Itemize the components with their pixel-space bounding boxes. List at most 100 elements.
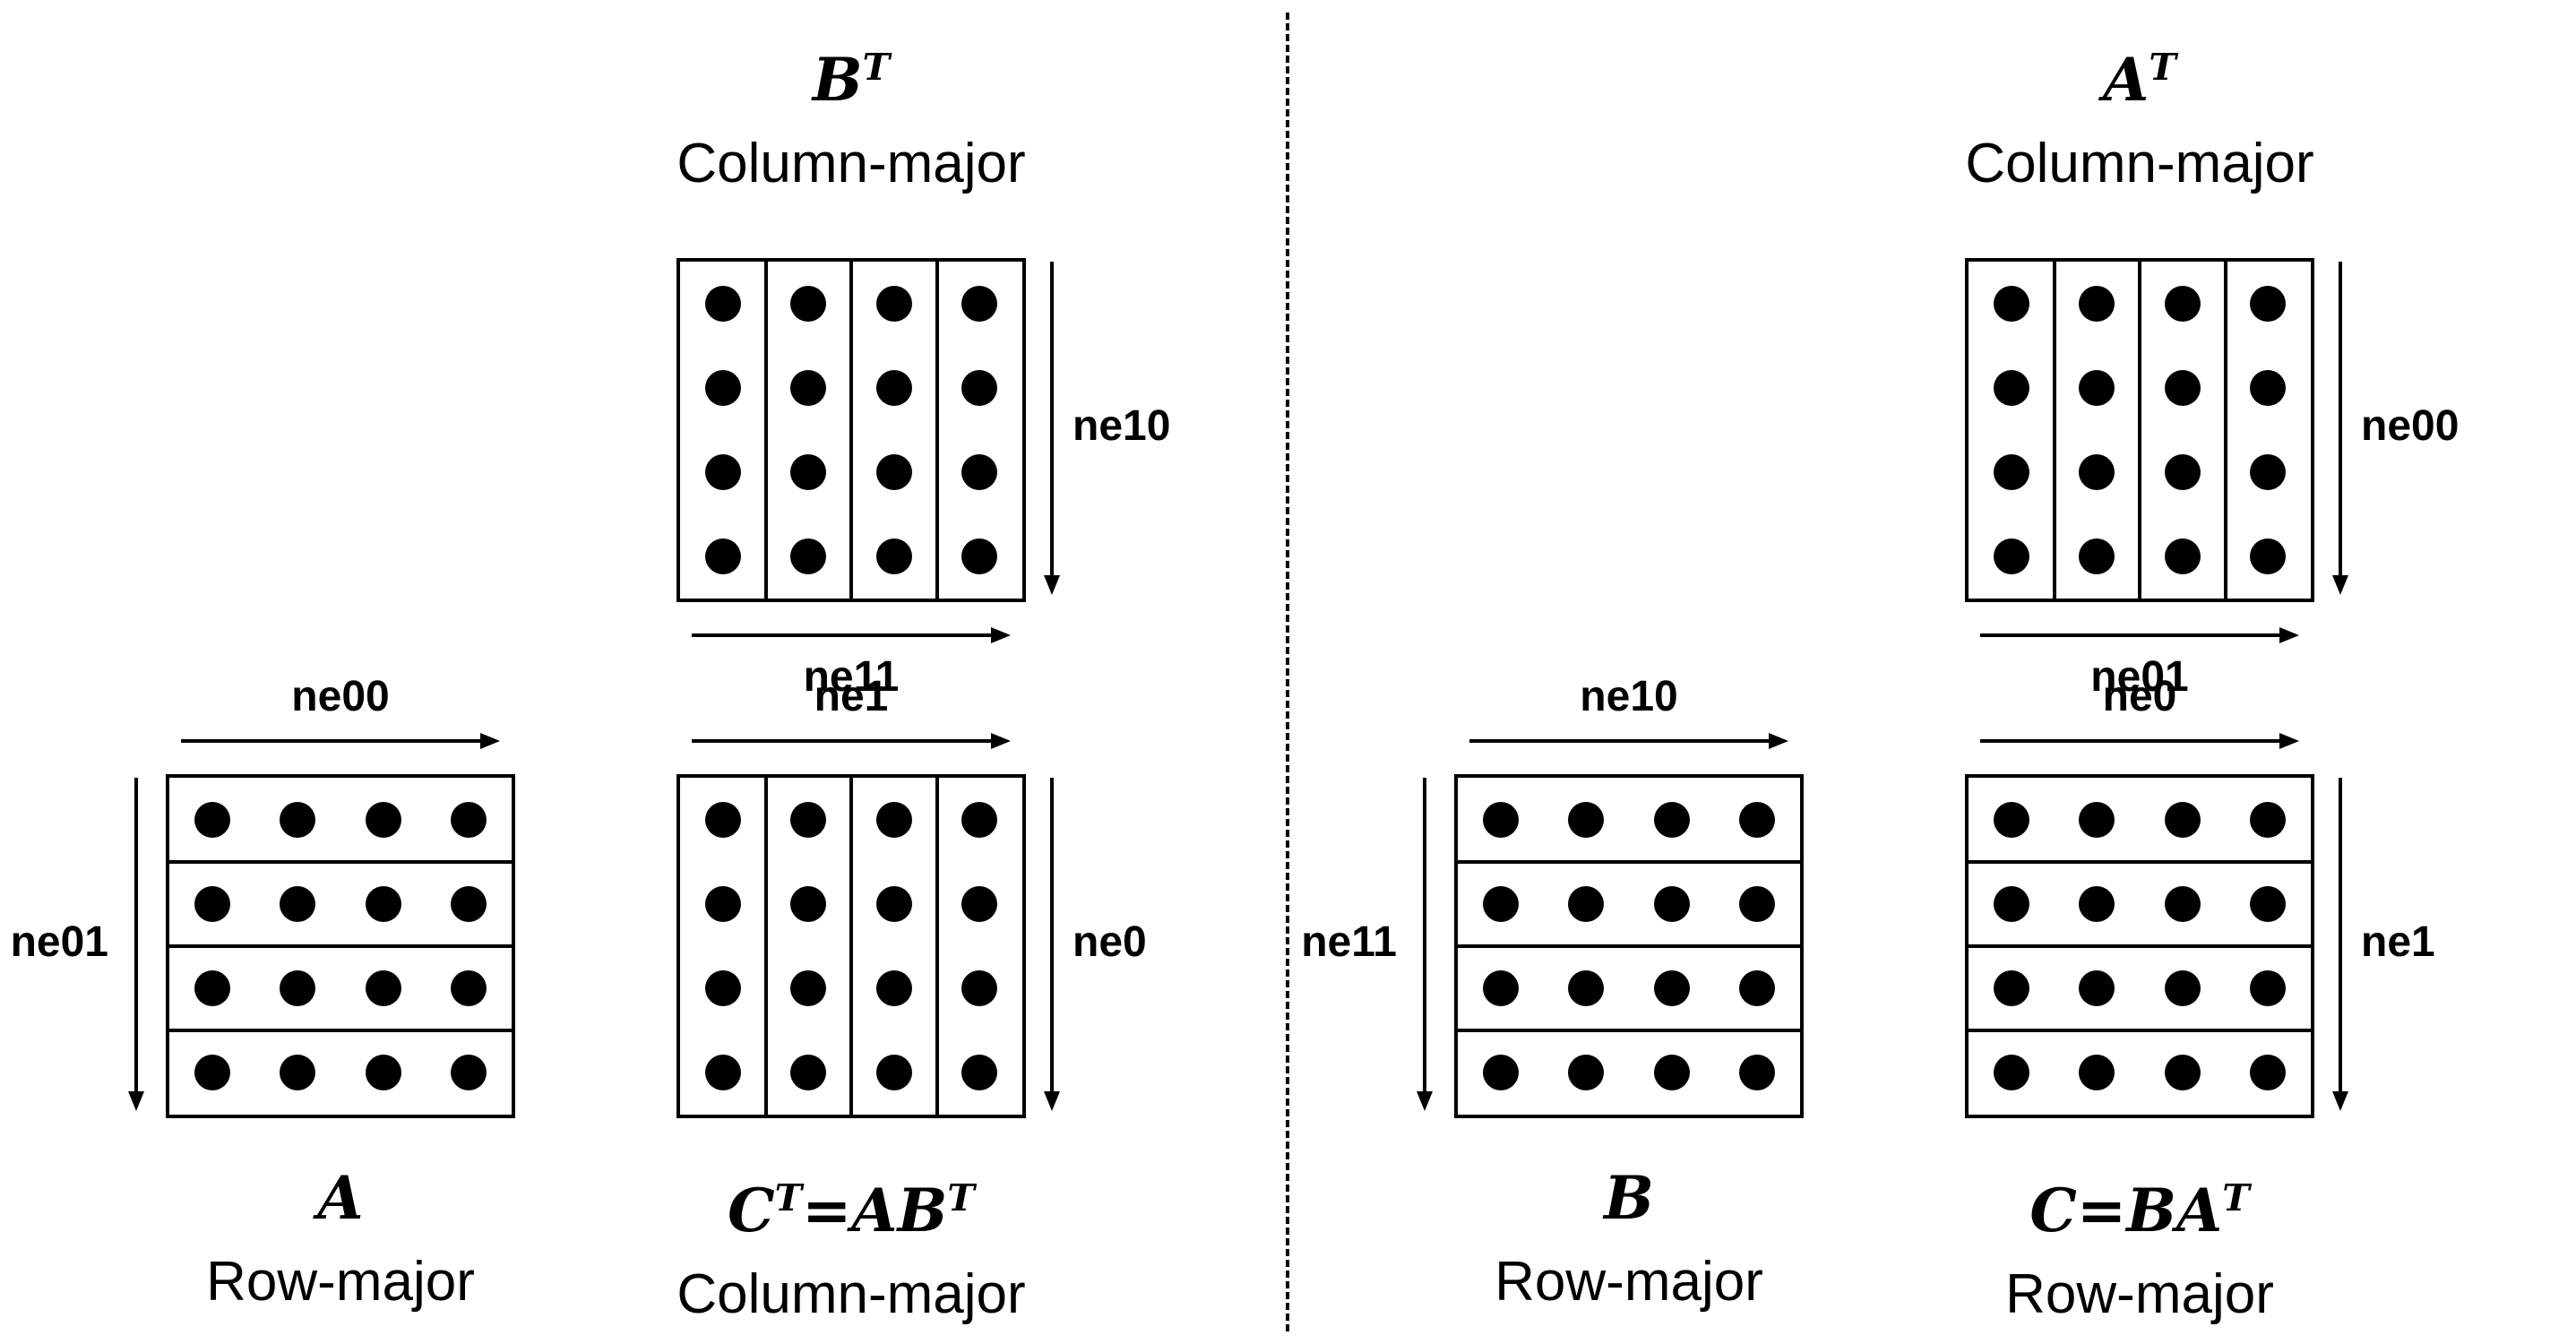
dot-cell <box>1969 778 2055 862</box>
dim-arrow-ne1 <box>2330 778 2350 1111</box>
matrix-element-dot <box>451 886 487 922</box>
matrix-element-dot <box>1568 1055 1605 1090</box>
dot-cell <box>680 346 766 430</box>
dot-cell <box>851 1030 937 1115</box>
dim-arrow-ne0 <box>1980 731 2299 751</box>
arrow-shaft <box>1469 739 1769 743</box>
matrix-element-dot <box>704 970 741 1006</box>
dot-cell <box>937 514 1023 599</box>
dot-cell <box>255 862 341 946</box>
matrix-cell-divider <box>1458 1029 1800 1032</box>
matrix-cell-divider <box>763 778 768 1115</box>
matrix-name-part: A <box>2103 45 2150 115</box>
matrix-element-dot <box>365 970 401 1006</box>
dot-cell <box>1544 1030 1630 1115</box>
dot-cell <box>2140 778 2226 862</box>
matrix-name-part: T <box>862 46 891 89</box>
matrix-element-dot <box>2164 286 2201 322</box>
matrix-element-dot <box>875 1055 912 1090</box>
matrix-cell-divider <box>935 778 939 1115</box>
matrix-element-dot <box>451 802 487 838</box>
matrix-element-dot <box>704 370 741 406</box>
dot-grid <box>680 778 1022 1115</box>
matrix-cell-divider <box>1458 944 1800 948</box>
matrix-element-dot <box>790 370 827 406</box>
matrix-element-dot <box>875 286 912 322</box>
dot-cell <box>766 778 852 862</box>
matrix-element-dot <box>961 802 998 838</box>
matrix-element-dot <box>280 886 316 922</box>
dot-cell <box>2226 1030 2312 1115</box>
dot-cell <box>680 862 766 946</box>
dot-cell <box>851 778 937 862</box>
matrix-element-dot <box>2250 970 2287 1006</box>
dot-cell <box>426 946 513 1030</box>
dot-cell <box>1969 1030 2055 1115</box>
matrix-element-dot <box>875 886 912 922</box>
dim-label-ne01: ne01 <box>10 918 108 966</box>
matrix-cell-divider <box>763 262 768 599</box>
matrix-element-dot <box>2250 370 2287 406</box>
dot-cell <box>2226 778 2312 862</box>
matrix-element-dot <box>2079 370 2115 406</box>
matrix-name-part: B <box>812 45 863 115</box>
matrix-element-dot <box>875 370 912 406</box>
matrix-cell-divider <box>1969 1029 2311 1032</box>
matrix-element-dot <box>1739 970 1776 1006</box>
matrix-cell-divider <box>1458 860 1800 864</box>
storage-order-label: Column-major <box>676 133 1026 194</box>
matrix-element-dot <box>194 802 230 838</box>
matrix-element-dot <box>961 1055 998 1090</box>
matrix-element-dot <box>1653 886 1690 922</box>
matrix-name: CT=ABT <box>538 1158 1165 1251</box>
storage-order-label: Column-major <box>1965 133 2314 194</box>
dot-grid <box>680 262 1022 599</box>
matrix-name-part: =BA <box>2076 1176 2223 1245</box>
dot-cell <box>937 946 1023 1030</box>
matrix-box-B <box>1454 774 1804 1118</box>
dim-arrow-ne10 <box>1042 262 1062 595</box>
arrow-shaft <box>1980 633 2279 637</box>
storage-order-label: Column-major <box>676 1263 1026 1325</box>
matrix-element-dot <box>961 538 998 574</box>
matrix-name-part: A <box>317 1163 364 1233</box>
matrix-element-dot <box>1993 370 2029 406</box>
matrix-element-dot <box>2079 802 2115 838</box>
matrix-name: AT <box>1826 27 2453 120</box>
matrix-element-dot <box>704 1055 741 1090</box>
dot-cell <box>1715 946 1801 1030</box>
arrow-shaft <box>1980 739 2279 743</box>
matrix-element-dot <box>1568 970 1605 1006</box>
matrix-element-dot <box>1993 886 2029 922</box>
matrix-name-part: C <box>2029 1176 2077 1245</box>
dot-cell <box>169 778 255 862</box>
dim-label-ne1: ne1 <box>814 673 889 720</box>
matrix-element-dot <box>2079 286 2115 322</box>
matrix-element-dot <box>875 454 912 490</box>
dot-cell <box>2226 430 2312 514</box>
matrix-name-part: T <box>2149 46 2176 89</box>
matrix-element-dot <box>1482 886 1519 922</box>
dot-cell <box>2140 346 2226 430</box>
dot-cell <box>426 778 513 862</box>
dot-cell <box>1969 862 2055 946</box>
dot-cell <box>766 946 852 1030</box>
matrix-element-dot <box>961 454 998 490</box>
dot-cell <box>2055 1030 2141 1115</box>
dot-cell <box>340 862 426 946</box>
matrix-element-dot <box>2250 802 2287 838</box>
dot-cell <box>1715 778 1801 862</box>
matrix-element-dot <box>365 802 401 838</box>
dot-cell <box>851 262 937 346</box>
dot-cell <box>937 262 1023 346</box>
dim-arrow-ne00 <box>181 731 500 751</box>
dot-cell <box>851 430 937 514</box>
arrow-shaft <box>181 739 480 743</box>
dot-cell <box>2226 346 2312 430</box>
matrix-element-dot <box>2164 454 2201 490</box>
